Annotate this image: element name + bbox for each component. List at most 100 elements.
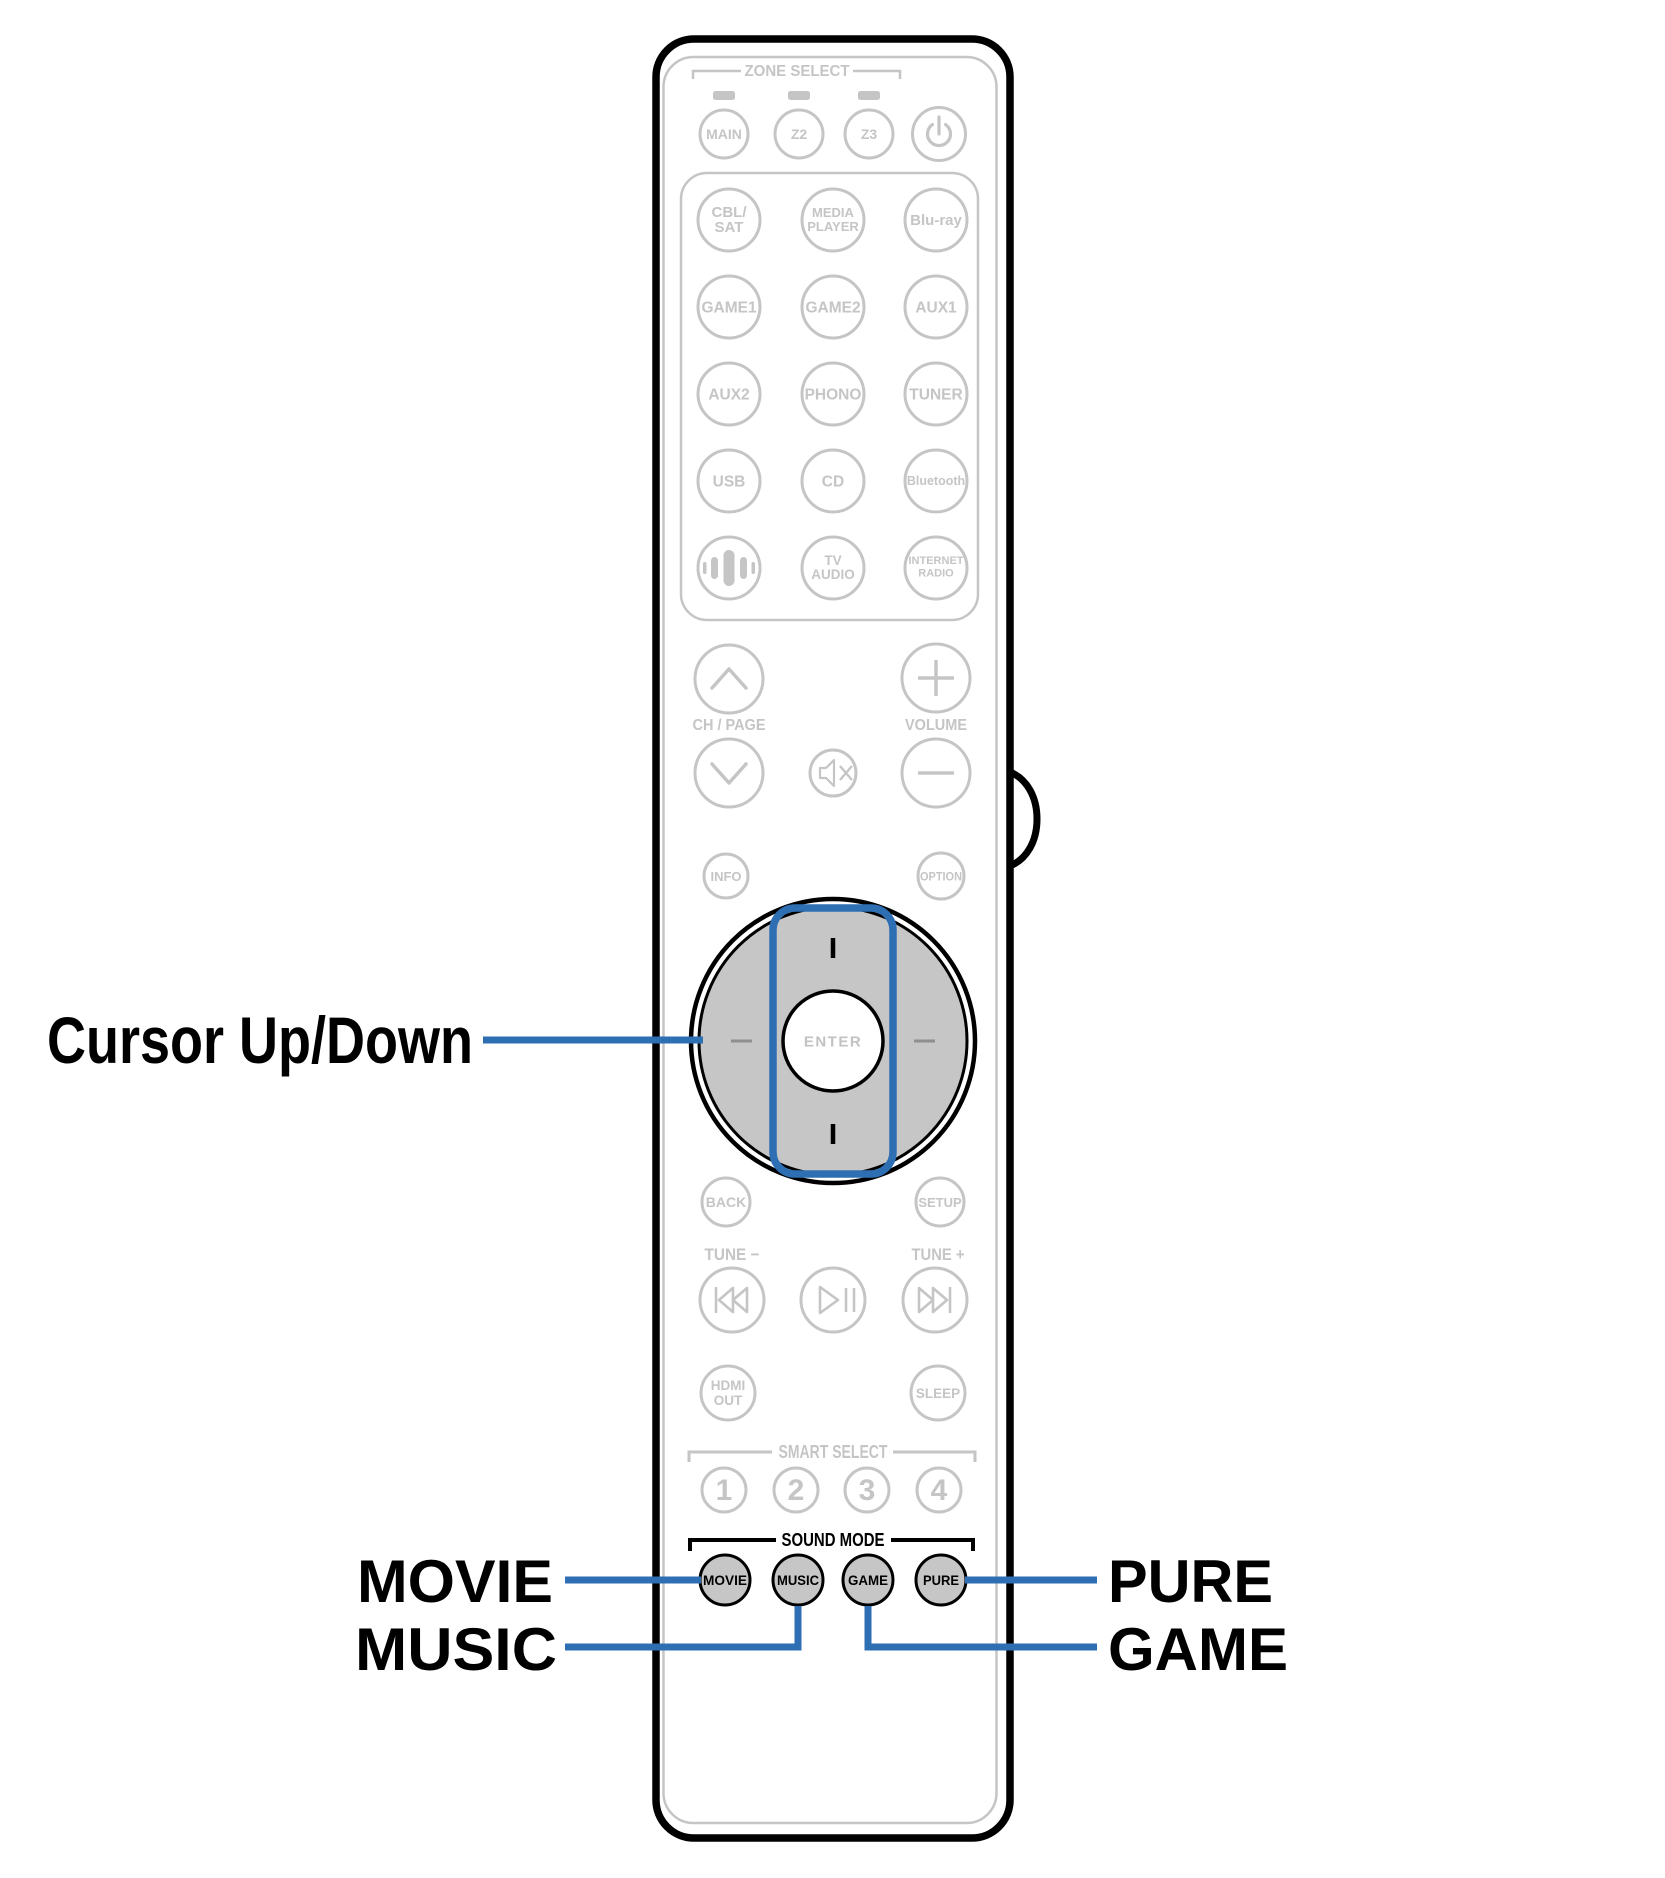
cursor-up-down-highlight	[769, 904, 897, 1178]
led-indicator	[713, 91, 735, 100]
svg-text:INFO: INFO	[710, 869, 741, 884]
svg-text:CBL/SAT: CBL/SAT	[712, 204, 748, 236]
movie-button: MOVIE	[698, 1553, 752, 1607]
skip-back-button	[698, 1266, 766, 1334]
svg-text:CD: CD	[822, 474, 844, 491]
channel-down-button	[693, 737, 765, 809]
channel-volume-section: CH / PAGE VOLUME	[693, 642, 972, 809]
game1-button: GAME1	[696, 274, 762, 340]
movie-label: MOVIE	[357, 1548, 553, 1615]
chevron-down-icon	[710, 762, 748, 785]
svg-text:MUSIC: MUSIC	[777, 1572, 819, 1588]
volume-down-button	[900, 737, 972, 809]
svg-text:GAME1: GAME1	[701, 300, 757, 317]
svg-text:ENTER: ENTER	[804, 1034, 862, 1051]
tuner-button: TUNER	[903, 361, 969, 427]
blu-ray-button: Blu-ray	[903, 187, 969, 253]
main-zone-button: MAIN	[698, 108, 750, 160]
z2-zone-button: Z2	[773, 108, 825, 160]
svg-text:BACK: BACK	[706, 1194, 746, 1210]
svg-text:Blu-ray: Blu-ray	[910, 212, 962, 229]
smart-select-2-button: 2	[772, 1466, 820, 1514]
game-label: GAME	[1108, 1616, 1288, 1683]
skip-forward-icon	[917, 1286, 952, 1314]
svg-text:SETUP: SETUP	[918, 1195, 962, 1210]
source-group-box	[679, 171, 980, 622]
remote-inner-line	[662, 55, 998, 1825]
aux2-button: AUX2	[696, 361, 762, 427]
mute-button	[808, 748, 858, 798]
svg-text:PHONO: PHONO	[805, 387, 862, 404]
svg-text:Z2: Z2	[791, 126, 808, 142]
svg-text:AUX2: AUX2	[708, 387, 749, 404]
z3-zone-button: Z3	[843, 108, 895, 160]
speaker-waves-icon	[703, 550, 755, 586]
aux1-button: AUX1	[903, 274, 969, 340]
power-icon	[925, 115, 953, 148]
setup-button: SETUP	[914, 1176, 966, 1228]
svg-text:Z3: Z3	[861, 126, 878, 142]
sound-mode-bracket	[688, 1538, 975, 1551]
pure-button: PURE	[914, 1553, 968, 1607]
cursor-pad: ENTER	[688, 896, 978, 1186]
smart-select-label: SMART SELECT	[779, 1442, 888, 1462]
svg-text:3: 3	[859, 1474, 876, 1507]
smart-select-section: SMART SELECT 1 2 3 4	[687, 1442, 977, 1514]
smart-select-1-button: 1	[700, 1466, 748, 1514]
option-button: OPTION	[916, 851, 966, 901]
play-pause-icon	[818, 1285, 856, 1315]
svg-text:AUX1: AUX1	[915, 300, 957, 317]
mute-icon	[818, 758, 853, 788]
zone-select-label: ZONE SELECT	[745, 63, 850, 80]
skip-forward-button	[901, 1266, 969, 1334]
bluetooth-button: Bluetooth	[903, 448, 969, 514]
cbl-sat-button: CBL/SAT	[696, 187, 762, 253]
music-callout-line	[565, 1606, 802, 1651]
pure-label: PURE	[1108, 1548, 1273, 1615]
svg-text:2: 2	[788, 1474, 805, 1507]
zone-select-section: ZONE SELECT MAIN Z2 Z3	[691, 63, 967, 162]
game2-button: GAME2	[800, 274, 866, 340]
svg-text:MOVIE: MOVIE	[703, 1572, 747, 1588]
smart-select-bracket	[687, 1450, 977, 1462]
side-bump	[1008, 768, 1041, 870]
sound-mode-label: SOUND MODE	[782, 1530, 885, 1550]
svg-text:OPTION: OPTION	[920, 870, 962, 884]
svg-text:TUNER: TUNER	[909, 387, 962, 404]
usb-button: USB	[696, 448, 762, 514]
channel-up-button	[693, 643, 765, 715]
svg-text:4: 4	[931, 1474, 948, 1507]
info-button: INFO	[702, 852, 750, 900]
music-label: MUSIC	[355, 1616, 557, 1683]
sleep-button: SLEEP	[909, 1364, 967, 1422]
ch-page-label: CH / PAGE	[693, 717, 766, 734]
svg-text:GAME: GAME	[848, 1572, 888, 1588]
volume-label: VOLUME	[905, 717, 967, 734]
svg-text:Bluetooth: Bluetooth	[907, 474, 965, 488]
tune-minus-label: TUNE −	[705, 1245, 760, 1264]
game-callout-line	[864, 1606, 1097, 1651]
callout-lines	[483, 1036, 1097, 1651]
play-pause-button	[799, 1266, 867, 1334]
tune-plus-label: TUNE +	[912, 1245, 965, 1264]
svg-text:1: 1	[716, 1474, 733, 1507]
phono-button: PHONO	[800, 361, 866, 427]
smart-select-4-button: 4	[915, 1466, 963, 1514]
plus-icon	[918, 660, 954, 696]
svg-text:MAIN: MAIN	[706, 126, 742, 142]
led-indicator	[858, 91, 880, 100]
remote-control: ZONE SELECT MAIN Z2 Z3	[652, 35, 1041, 1842]
chevron-up-icon	[710, 667, 748, 690]
led-indicator	[788, 91, 810, 100]
zone-select-bracket	[691, 69, 902, 79]
smart-select-3-button: 3	[843, 1466, 891, 1514]
enter-button: ENTER	[781, 989, 885, 1093]
svg-text:SLEEP: SLEEP	[916, 1386, 960, 1401]
